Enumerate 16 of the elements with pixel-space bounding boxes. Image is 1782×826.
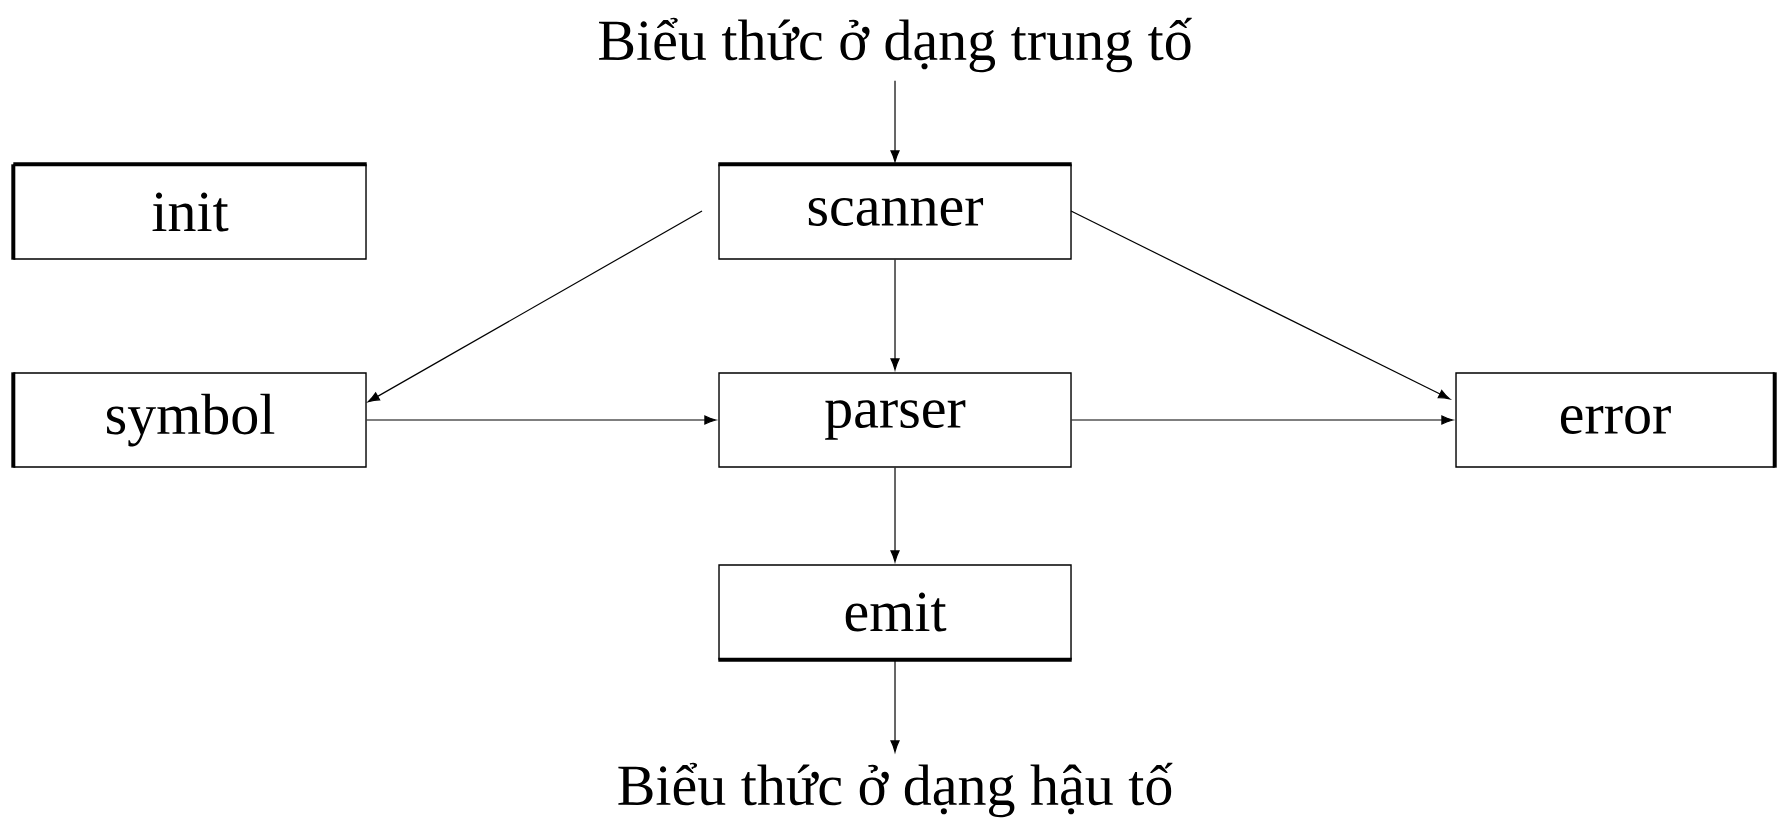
arrow: [890, 467, 900, 563]
arrow: [1071, 415, 1454, 425]
arrow: [1070, 210, 1451, 400]
process-box: error: [1455, 372, 1777, 468]
process-box: parser: [718, 372, 1072, 468]
arrow: [890, 80, 900, 163]
arrow: [366, 415, 717, 425]
arrow: [890, 659, 900, 753]
process-box: emit: [718, 564, 1072, 662]
process-box: scanner: [718, 162, 1072, 260]
caption-text: Biểu thức ở dạng hậu tố: [618, 762, 1173, 818]
process-box: init: [11, 162, 367, 260]
arrow: [367, 210, 703, 403]
process-box: symbol: [11, 372, 367, 468]
arrow: [890, 259, 900, 371]
caption-text: Biểu thức ở dạng trung tố: [599, 17, 1192, 73]
